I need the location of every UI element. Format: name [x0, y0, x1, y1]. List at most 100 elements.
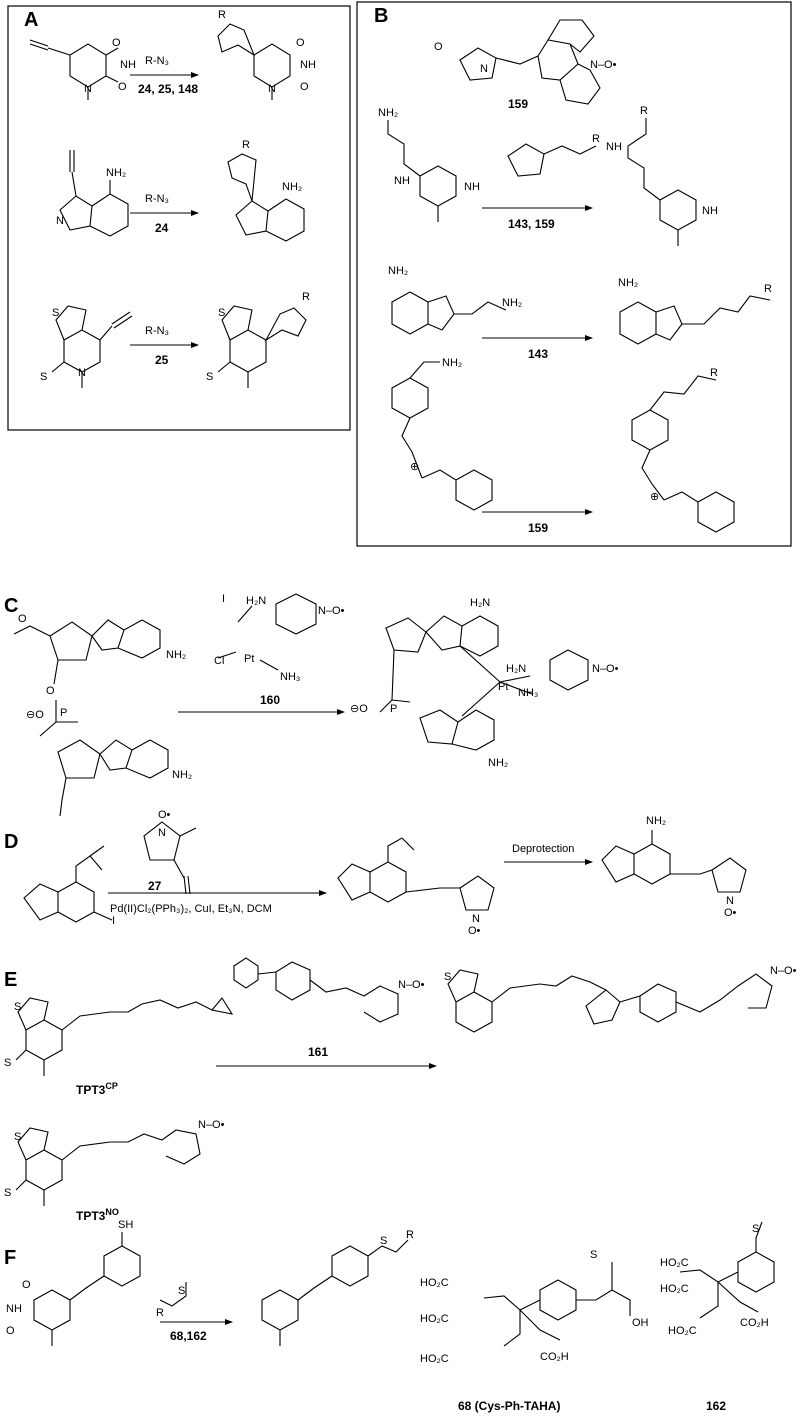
svg-text:NH₂: NH₂: [488, 757, 508, 769]
panel-a-row1-reagent: R-N₃: [145, 55, 169, 67]
panel-b-row2-reactant: NH₂ NH₂: [388, 265, 522, 335]
svg-text:S: S: [590, 1249, 597, 1261]
svg-text:N: N: [56, 215, 64, 227]
svg-text:NH₂: NH₂: [646, 815, 666, 827]
svg-text:NH₂: NH₂: [378, 107, 398, 119]
panel-f-reactant: SH O NH O: [6, 1219, 141, 1346]
compound-159-label: 159: [508, 97, 528, 111]
panel-b-row1-reactant: NH₂ NH NH: [378, 107, 480, 222]
panel-a-row2-reagent: R-N₃: [145, 193, 169, 205]
svg-text:P: P: [60, 707, 67, 719]
svg-text:N–O•: N–O•: [318, 605, 345, 617]
svg-text:N: N: [726, 895, 734, 907]
svg-text:S: S: [178, 1285, 185, 1297]
panel-d-product: NH₂ O• N: [601, 815, 747, 919]
svg-text:O: O: [434, 41, 443, 53]
svg-text:S: S: [14, 1001, 21, 1013]
svg-text:S: S: [4, 1187, 11, 1199]
panel-a-row1-reactant: O NH O N: [29, 37, 136, 100]
panel-f-reagent-structure: R S: [156, 1282, 187, 1319]
panel-d-compound: 27: [148, 879, 162, 893]
svg-text:NH₂: NH₂: [106, 167, 126, 179]
panel-d-step2: Deprotection: [512, 843, 574, 855]
svg-text:O: O: [112, 37, 121, 49]
svg-text:S: S: [444, 971, 451, 983]
svg-text:O•: O•: [468, 925, 481, 937]
svg-text:NH₂: NH₂: [502, 297, 522, 309]
svg-text:NH₂: NH₂: [442, 357, 462, 369]
svg-text:⊖O: ⊖O: [350, 703, 368, 715]
compound-160-structure: I H₂N Pt Cl NH₃ N–O•: [214, 593, 345, 683]
svg-text:NH₂: NH₂: [388, 265, 408, 277]
svg-text:R: R: [640, 105, 648, 117]
svg-text:Pt: Pt: [498, 681, 508, 693]
svg-text:NH₂: NH₂: [172, 769, 192, 781]
svg-text:H₂N: H₂N: [246, 595, 266, 607]
svg-text:⊕: ⊕: [650, 491, 659, 503]
panel-b-row1-reagent: R: [507, 133, 600, 177]
svg-text:HO₂C: HO₂C: [420, 1313, 449, 1325]
svg-text:N–O•: N–O•: [590, 59, 617, 71]
svg-text:HO₂C: HO₂C: [660, 1283, 689, 1295]
panel-a-row3-reagent: R-N₃: [145, 325, 169, 337]
svg-text:NH: NH: [300, 59, 316, 71]
svg-text:N: N: [84, 83, 92, 95]
svg-text:R: R: [242, 139, 250, 151]
panel-b-frame: [356, 1, 792, 547]
svg-text:HO₂C: HO₂C: [660, 1257, 689, 1269]
panel-b-row2-product: NH₂ R: [618, 277, 772, 345]
panel-a-row3-compounds: 25: [155, 353, 169, 367]
svg-text:N: N: [158, 827, 166, 839]
panel-e-product: S N–O•: [444, 965, 797, 1033]
svg-text:R: R: [710, 367, 718, 379]
panel-b-label: B: [374, 5, 388, 27]
svg-text:O: O: [118, 81, 127, 93]
panel-b-row2-compounds: 143: [528, 347, 548, 361]
svg-text:O: O: [296, 37, 305, 49]
panel-d-conditions: Pd(II)Cl₂(PPh₃)₂, CuI, Et₃N, DCM: [110, 903, 272, 915]
compound-27-structure: O• N: [143, 809, 197, 895]
svg-text:NH₃: NH₃: [518, 687, 538, 699]
panel-c-dinucleotide-reactant: O O ⊖O P NH₂ NH₂: [13, 613, 192, 817]
panel-b-row3-product: R ⊕: [631, 367, 735, 533]
panel-a-row1-compounds: 24, 25, 148: [138, 82, 198, 96]
panel-e-label: E: [4, 969, 17, 991]
svg-text:R: R: [302, 291, 310, 303]
svg-text:NH: NH: [464, 181, 480, 193]
panel-e-compound: 161: [308, 1045, 328, 1059]
svg-text:SH: SH: [118, 1219, 133, 1231]
svg-text:HO₂C: HO₂C: [668, 1325, 697, 1337]
svg-text:R: R: [592, 133, 600, 145]
compound-159-structure: O N N–O•: [434, 19, 617, 105]
panel-a-row1-product: R O NH O N: [217, 9, 316, 100]
svg-text:NH₂: NH₂: [618, 277, 638, 289]
panel-a-row3-reactant: S S N: [40, 305, 133, 388]
svg-text:P: P: [390, 703, 397, 715]
svg-text:O: O: [18, 613, 27, 625]
svg-text:O: O: [22, 1279, 31, 1291]
compound-68-structure: HO₂C HO₂C CO₂H HO₂C OH S: [420, 1249, 649, 1365]
svg-text:HO₂C: HO₂C: [420, 1353, 449, 1365]
panel-d-reactant: I: [23, 845, 115, 927]
panel-f-label: F: [4, 1247, 16, 1269]
compound-161-structure: N–O•: [233, 957, 425, 1023]
svg-text:N: N: [480, 63, 488, 75]
svg-text:S: S: [218, 307, 225, 319]
panel-a-label: A: [24, 9, 38, 31]
tpt3cp-structure: S S: [4, 997, 234, 1076]
panel-b-row3-compounds: 159: [528, 521, 548, 535]
tpt3no-label: TPT3NO: [76, 1207, 119, 1223]
svg-text:N–O•: N–O•: [398, 979, 425, 991]
svg-text:N–O•: N–O•: [770, 965, 797, 977]
svg-text:R: R: [764, 283, 772, 295]
svg-text:NH: NH: [120, 59, 136, 71]
panel-a-row2-reactant: NH₂ N: [56, 150, 129, 237]
svg-text:H₂N: H₂N: [506, 663, 526, 675]
svg-text:⊖O: ⊖O: [26, 709, 44, 721]
panel-d-label: D: [4, 831, 18, 853]
svg-text:S: S: [40, 371, 47, 383]
svg-text:Pt: Pt: [244, 653, 254, 665]
svg-text:NH₂: NH₂: [166, 649, 186, 661]
svg-text:⊕: ⊕: [410, 461, 419, 473]
tpt3cp-label: TPT3CP: [76, 1081, 118, 1097]
